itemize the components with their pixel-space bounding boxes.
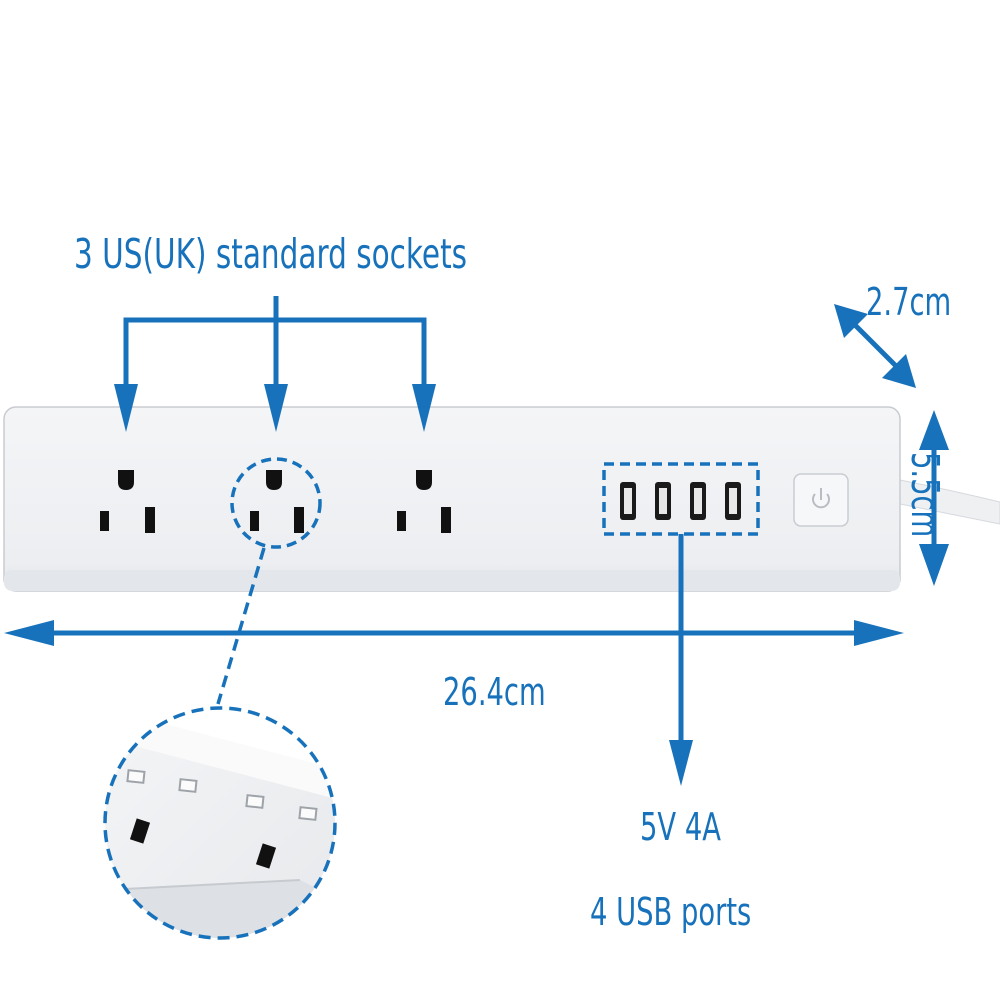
sockets-title: 3 US(UK) standard sockets: [74, 230, 468, 278]
power-strip: [3, 406, 901, 592]
power-icon: [812, 488, 830, 509]
usb-ports: [620, 482, 741, 520]
usb-ports-label: 4 USB ports: [590, 890, 752, 934]
uk-socket-detail: [103, 706, 337, 940]
uk-socket-slots: [126, 769, 318, 821]
depth-dimension-label: 2.7cm: [866, 280, 952, 324]
detail-connector: [216, 547, 266, 705]
height-arrow: [919, 410, 949, 586]
us-outlet-3: [397, 470, 451, 533]
height-dimension-label: 5.5cm: [903, 452, 947, 538]
power-button[interactable]: [793, 473, 849, 527]
length-arrow: [4, 620, 904, 646]
us-outlet-1: [100, 470, 155, 533]
us-outlet-2: [250, 470, 304, 533]
socket-arrowheads: [114, 384, 436, 432]
usb-power-label: 5V 4A: [640, 805, 721, 849]
depth-arrow: [834, 304, 916, 388]
length-dimension-label: 26.4cm: [443, 670, 546, 714]
socket-pointer-arrows: [123, 296, 427, 386]
socket-highlight-circle: [230, 457, 322, 549]
usb-pointer-arrow: [669, 534, 693, 786]
